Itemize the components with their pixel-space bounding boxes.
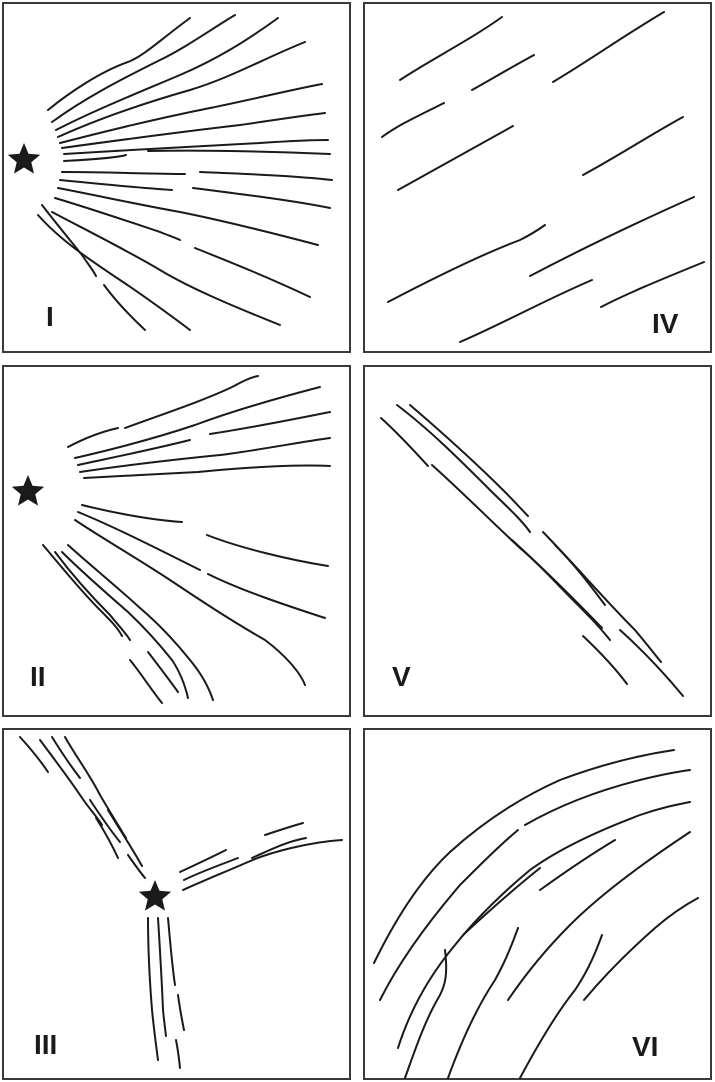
panel-iii: III [2,728,351,1080]
star-icon [138,880,172,911]
panel-v: V [363,365,712,717]
lineament-set [381,11,705,343]
panel-frame [363,728,712,1080]
panel-label: II [30,661,46,692]
panel-frame [363,365,712,717]
panel-i: I [2,2,351,353]
panel-label: IV [652,308,679,339]
panel-vi: VI [363,728,712,1080]
star-icon [11,475,45,506]
lineament-set [42,375,331,704]
panel-label: III [34,1029,57,1060]
panel-ii: II [2,365,351,717]
panel-label: I [46,301,54,332]
panel-iv: IV [363,2,712,353]
star-icon [7,143,41,174]
lineament-set [373,749,699,1079]
panel-frame [2,365,351,717]
lineament-set [380,404,684,697]
panel-frame [2,728,351,1080]
panel-label: V [392,661,411,692]
panel-frame [363,2,712,353]
lineament-set [37,14,333,331]
panel-label: VI [632,1031,658,1062]
lineament-set [19,736,343,1069]
